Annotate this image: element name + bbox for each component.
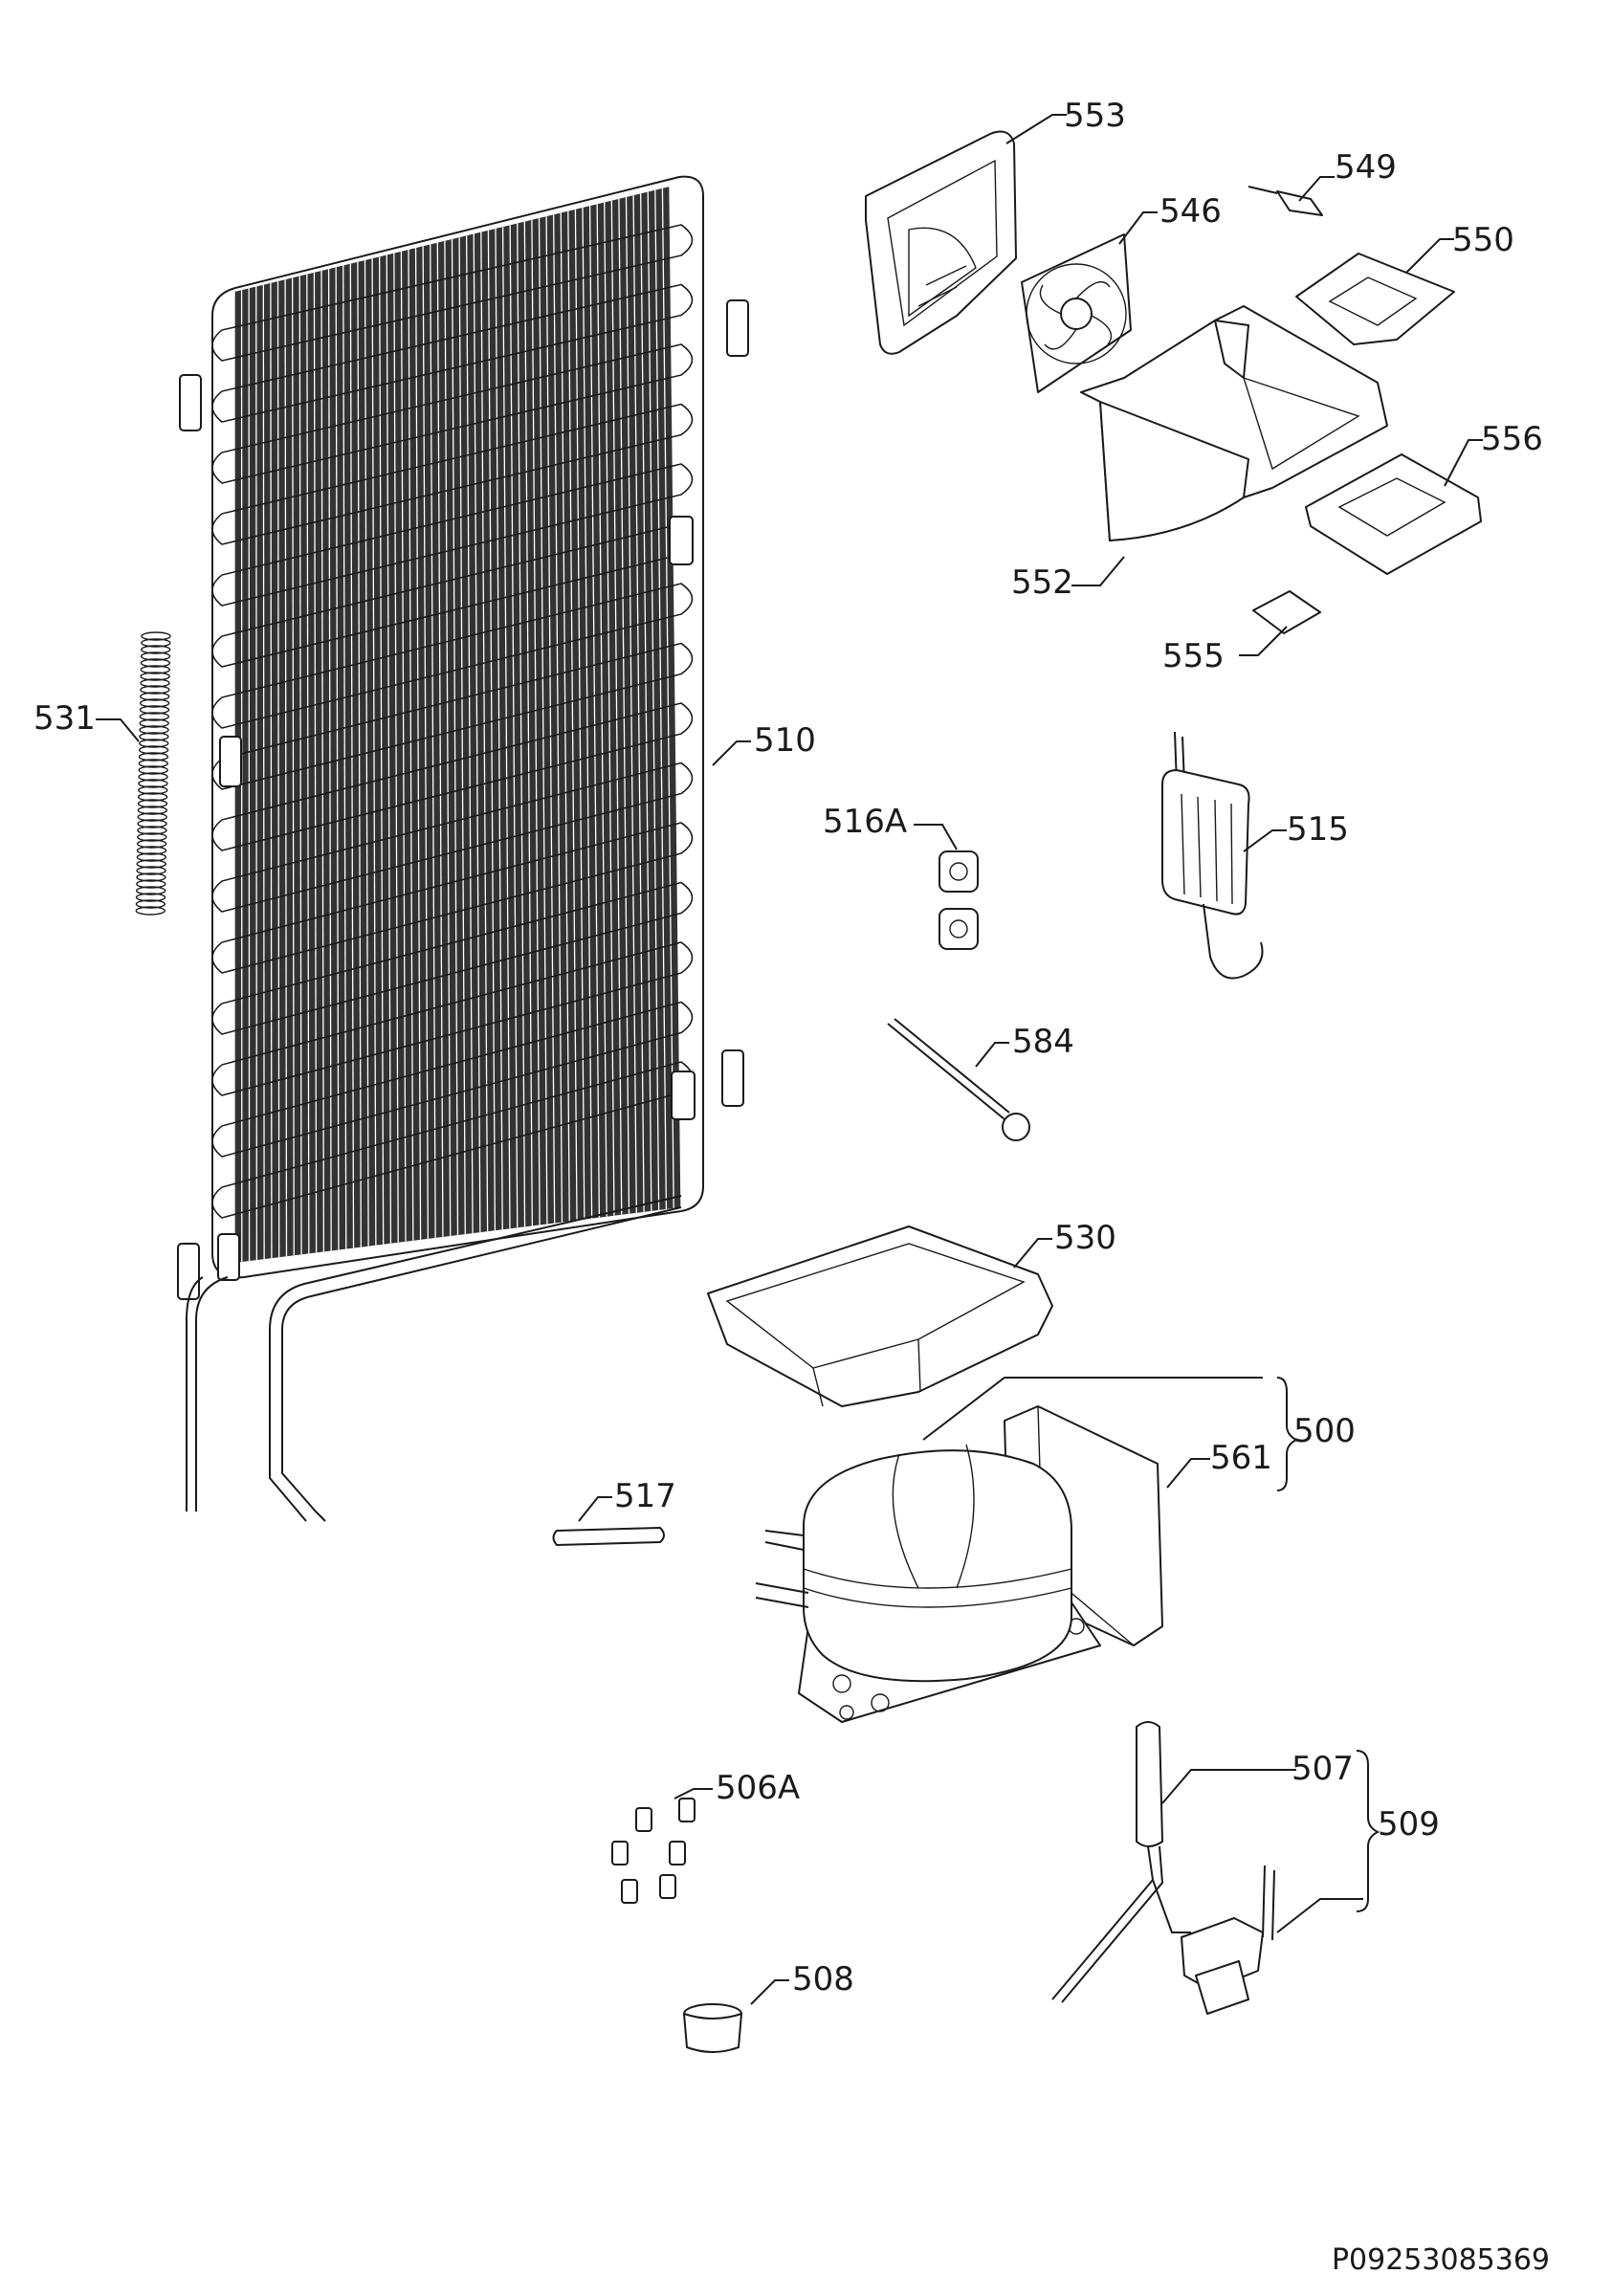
callout-510: 510	[754, 721, 816, 760]
tray-part-530	[707, 1225, 1053, 1407]
callout-584: 584	[1012, 1023, 1074, 1061]
callout-549: 549	[1335, 148, 1397, 187]
leader-lines	[96, 114, 1483, 2005]
clips-part-516a	[938, 850, 979, 950]
sensor-part-584	[887, 1018, 1030, 1141]
duct-cover-part-556	[1305, 453, 1482, 575]
callout-507: 507	[1292, 1750, 1354, 1788]
relay-part-509	[1181, 1865, 1275, 2015]
condenser-fin-grid	[234, 187, 681, 1263]
callout-506a: 506A	[716, 1769, 800, 1807]
cap-part-508	[683, 2003, 742, 2053]
sensor-part-549	[1248, 186, 1323, 216]
callout-515: 515	[1287, 810, 1349, 849]
heater-part-515	[1161, 731, 1264, 980]
callout-546: 546	[1159, 192, 1222, 231]
filter-drier-part-507	[1051, 1721, 1191, 2003]
callout-553: 553	[1064, 97, 1126, 135]
tube-part-517	[552, 1527, 665, 1546]
callout-531: 531	[33, 699, 96, 738]
callout-508: 508	[792, 1960, 854, 1998]
foam-part-550	[1295, 253, 1455, 345]
condenser-part-510	[177, 175, 749, 1522]
pad-part-555	[1252, 590, 1321, 634]
callout-556: 556	[1481, 420, 1543, 458]
callout-561: 561	[1210, 1439, 1272, 1477]
callout-530: 530	[1054, 1219, 1116, 1257]
callout-500: 500	[1293, 1412, 1356, 1450]
callout-550: 550	[1452, 221, 1514, 259]
callout-516a: 516A	[823, 803, 907, 841]
callout-555: 555	[1162, 637, 1225, 675]
air-duct-part-552	[1080, 305, 1388, 541]
callout-labels: 553 549 546 550 556 552 555 531 510 516A…	[33, 97, 1543, 1998]
fan-part-546	[1021, 233, 1132, 393]
spring-part-531	[135, 631, 171, 916]
callout-509: 509	[1378, 1805, 1440, 1843]
fan-cover-part-553	[865, 130, 1017, 355]
callout-552: 552	[1011, 563, 1073, 602]
compressor-part-500	[755, 1405, 1163, 1723]
grommets-part-506a	[611, 1798, 696, 1904]
diagram-reference-number: P09253085369	[1332, 2243, 1550, 2277]
callout-517: 517	[614, 1477, 676, 1515]
